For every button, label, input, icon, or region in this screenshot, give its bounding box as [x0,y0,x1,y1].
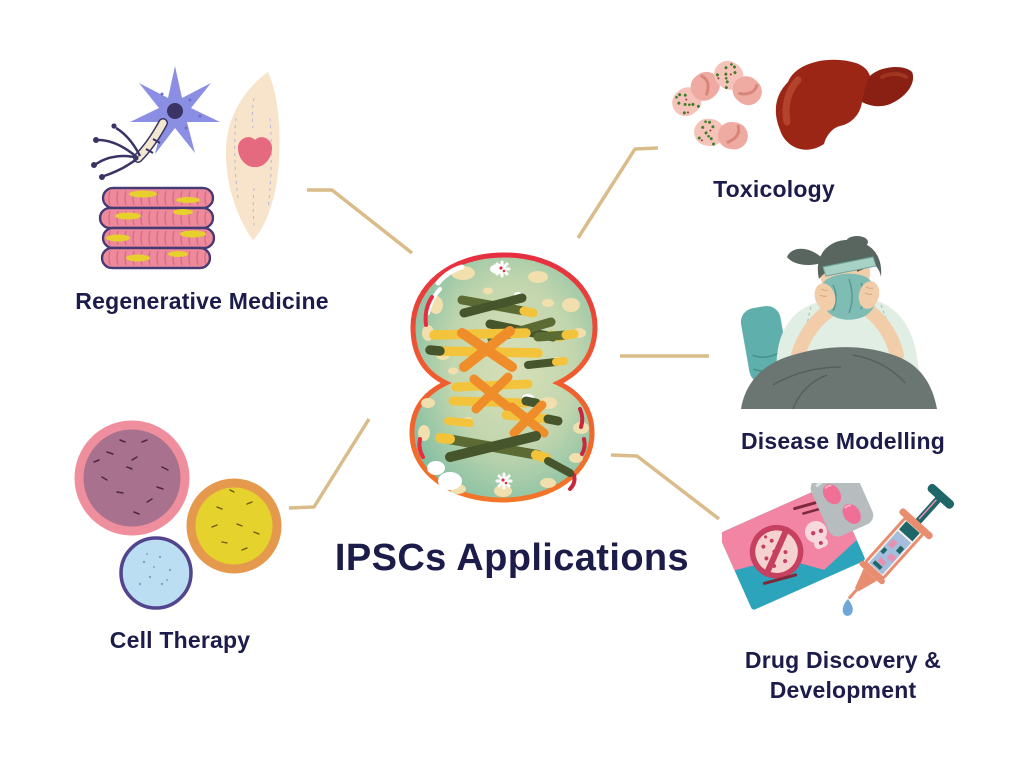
drug-discovery-illustration [722,483,955,616]
neuron-nucleus [167,103,183,119]
yellow-cell [186,478,282,574]
blister-pack [810,483,874,537]
aster-star-top [493,260,511,278]
aster-star-bottom [495,472,513,490]
neuron-dendrites [95,126,142,178]
blue-cell [119,536,193,610]
label-drug-discovery-line2: Development [769,677,917,704]
hands [814,281,880,311]
connector-regenerative-medicine [307,188,414,255]
medicine-box-icon [722,483,874,610]
connector-cell-therapy [288,418,371,510]
regenerative-medicine-illustration [91,66,280,270]
muscle-fibers-icon [98,186,216,270]
diagram-title: IPSCs Applications [334,537,690,579]
label-drug-discovery-development: Drug Discovery & Development [713,645,973,706]
hair [787,236,882,279]
chromosomes-bottom [435,372,574,477]
stem-cells-icon [74,420,282,610]
capsule-pills-icon [665,53,769,153]
mauve-cell [74,420,190,536]
connector-toxicology [576,146,659,239]
blanket [741,347,937,410]
liquid-drop [842,599,853,616]
label-toxicology: Toxicology [713,176,835,202]
connector-drug-discovery [610,453,721,521]
label-cell-therapy: Cell Therapy [109,627,251,653]
sick-person-icon [740,236,937,410]
label-regenerative-medicine: Regenerative Medicine [75,288,329,314]
label-drug-discovery-line1: Drug Discovery & [744,647,942,673]
neuron-icon [91,66,220,180]
chromosomes-top [425,293,579,372]
dividing-cell-icon [409,252,598,503]
label-disease-modelling: Disease Modelling [740,428,946,454]
toxicology-illustration [665,53,914,153]
liver-icon [775,59,914,150]
skull-mark [804,520,828,550]
syringe-icon [847,483,955,600]
spindle-cell-icon [226,72,280,240]
